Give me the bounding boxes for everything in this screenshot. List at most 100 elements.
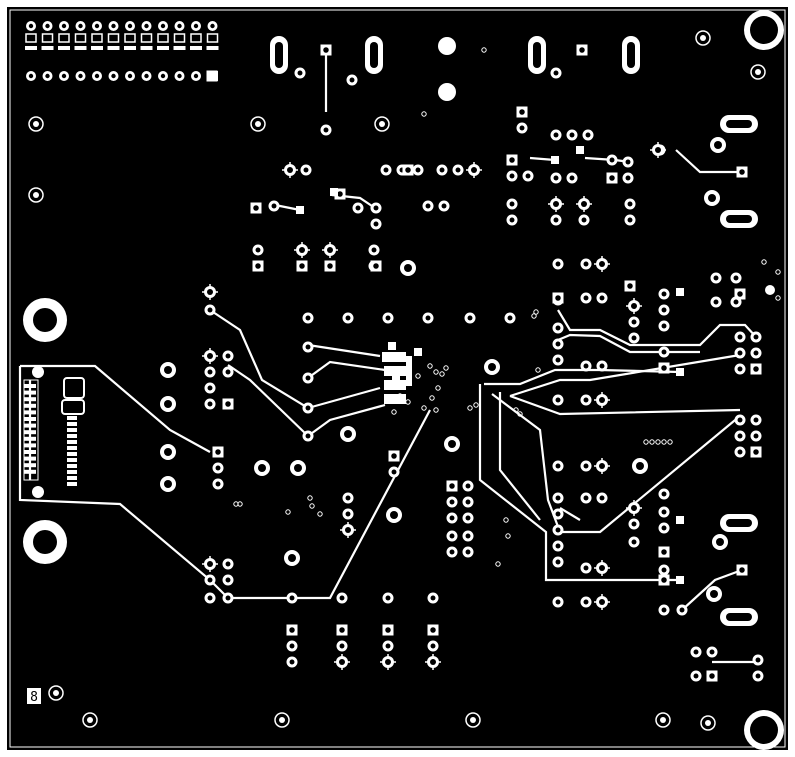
pad-drill	[78, 23, 83, 29]
pad-drill	[430, 627, 436, 633]
pad-drill	[753, 433, 759, 439]
pad-drill	[555, 543, 561, 549]
smd-pad	[67, 458, 77, 462]
pad-drill	[525, 173, 531, 179]
pad-drill	[625, 159, 631, 165]
npth-hole	[438, 37, 456, 55]
pad-drill	[753, 449, 759, 455]
pad-drill	[555, 397, 561, 403]
trace	[209, 309, 381, 410]
pad-drill	[294, 464, 302, 472]
trace	[484, 368, 681, 386]
pad-drill	[439, 167, 445, 173]
pad-drill	[449, 533, 455, 539]
pad-drill	[553, 217, 559, 223]
smd-pad	[58, 46, 70, 50]
smd-pad	[67, 440, 77, 444]
pad-drill	[609, 175, 615, 181]
smd-pad	[384, 394, 406, 404]
smd-pad	[107, 46, 120, 50]
pad-drill	[207, 595, 213, 601]
edge-finger	[24, 403, 36, 408]
pad-drill	[61, 73, 67, 79]
pad-drill	[385, 595, 391, 601]
pad-drill	[405, 167, 411, 173]
thermal-spoke	[466, 162, 482, 178]
pad-drill	[288, 554, 296, 562]
thermal-spoke	[626, 298, 642, 314]
pad-drill	[127, 23, 133, 29]
pad-drill	[177, 23, 182, 29]
pad-drill	[391, 469, 397, 475]
smd-pad	[384, 366, 406, 376]
pad-drill	[599, 295, 605, 301]
component-outline	[63, 377, 85, 399]
smd-pad	[74, 46, 87, 50]
pad-drill	[210, 23, 215, 29]
smd-pad	[140, 46, 153, 50]
via	[761, 259, 767, 265]
pad-drill	[207, 369, 213, 375]
pad-drill	[215, 481, 221, 487]
via	[317, 511, 323, 517]
pad-drill	[45, 73, 50, 79]
pad-drill	[739, 169, 745, 175]
pad-drill	[425, 203, 431, 209]
pad-drill	[599, 495, 605, 501]
smd-pad	[67, 470, 77, 474]
fiducial-center	[700, 35, 706, 41]
pad-drill	[581, 217, 587, 223]
pad-drill	[385, 315, 391, 321]
pad-drill	[465, 515, 471, 521]
fiducial	[465, 712, 481, 728]
trace	[529, 156, 556, 162]
pad-drill	[297, 70, 303, 76]
smd-pad-outline	[140, 33, 153, 43]
pad-drill	[345, 315, 351, 321]
pad-drill	[631, 303, 637, 309]
pad-drill	[111, 73, 116, 79]
pad-drill	[553, 175, 559, 181]
pad-drill	[383, 167, 389, 173]
pad-drill	[144, 23, 149, 29]
pad-drill	[579, 47, 585, 53]
pad-drill	[449, 499, 455, 505]
pad-drill	[215, 449, 221, 455]
thermal-spoke	[650, 142, 666, 158]
thermal-spoke	[594, 560, 610, 576]
pad-drill	[693, 673, 699, 679]
fiducial-center	[279, 717, 285, 723]
pad-drill	[708, 194, 716, 202]
pad-drill	[519, 125, 525, 131]
smd-pad-outline	[190, 33, 202, 43]
pad-drill	[553, 132, 559, 138]
fiducial	[28, 187, 44, 203]
pad-drill	[337, 191, 343, 197]
pad-group	[28, 30, 781, 731]
smd-pad	[676, 576, 684, 584]
fiducial	[28, 116, 44, 132]
square-pad	[208, 71, 218, 81]
pad-drill	[661, 577, 667, 583]
thermal-spoke	[294, 242, 310, 258]
via	[237, 501, 243, 507]
pad-drill	[465, 533, 471, 539]
smd-pad	[67, 446, 77, 450]
pad-drill	[714, 141, 722, 149]
pad-drill	[465, 499, 471, 505]
slot-drill	[627, 42, 635, 68]
pad-drill	[739, 567, 745, 573]
pad-drill	[737, 449, 743, 455]
pad-drill	[636, 462, 644, 470]
pad-drill	[661, 365, 667, 371]
smd-pad	[384, 380, 406, 390]
pad-drill	[555, 559, 561, 565]
edge-finger	[24, 443, 36, 448]
via	[535, 367, 541, 373]
pad-drill	[555, 495, 561, 501]
thermal-spoke	[334, 654, 350, 670]
pad-drill	[448, 440, 456, 448]
smd-pad	[406, 356, 412, 386]
pad-drill	[583, 397, 589, 403]
pad-drill	[599, 565, 605, 571]
